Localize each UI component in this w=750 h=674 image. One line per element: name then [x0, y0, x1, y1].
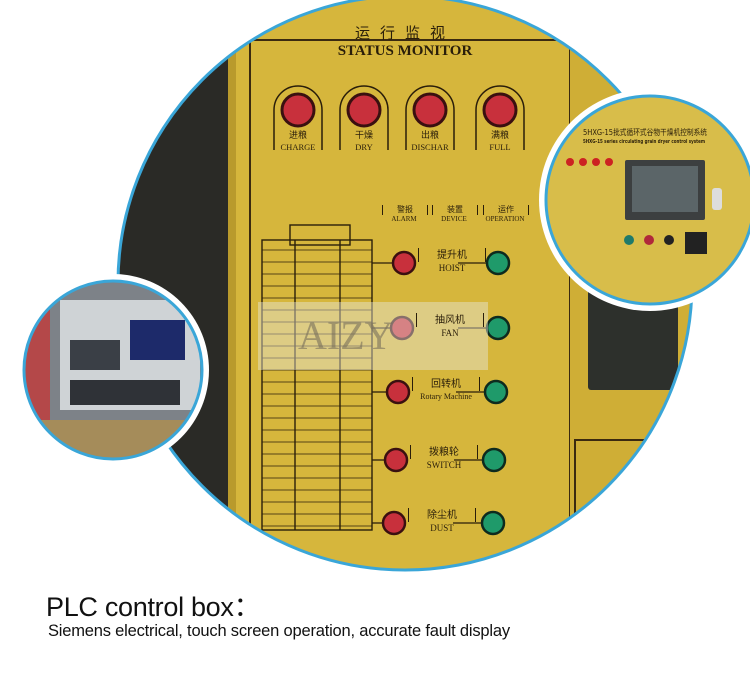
- status-lamp-dry: [346, 92, 382, 128]
- device-label-en: SWITCH: [426, 460, 462, 470]
- alarm-lamp: [391, 250, 417, 276]
- column-header-cn: 装置: [432, 205, 478, 215]
- operation-lamp: [481, 447, 507, 473]
- device-label-en: FAN: [441, 328, 459, 338]
- column-header-cn: 警报: [382, 205, 428, 215]
- header-cn: 运行监视: [354, 24, 455, 42]
- inset-title-en: 5HXG-15 series circulating grain dryer c…: [583, 139, 705, 145]
- electrical-cabinet-inset: [25, 282, 201, 458]
- status-lamp-charge: [280, 92, 316, 128]
- alarm-lamp: [383, 447, 409, 473]
- column-header-cn: 运作: [483, 205, 529, 215]
- status-label-cn: 进粮: [288, 131, 307, 141]
- column-header-en: DEVICE: [441, 215, 467, 223]
- operation-lamp: [485, 315, 511, 341]
- column-header-en: ALARM: [391, 215, 417, 223]
- device-label-cn: 除尘机: [408, 508, 476, 522]
- status-label-en: CHARGE: [280, 142, 316, 152]
- header-en: STATUS MONITOR: [337, 43, 473, 59]
- watermark: AIZY: [258, 302, 488, 370]
- caption-subtitle: Siemens electrical, touch screen operati…: [48, 622, 510, 640]
- device-label-en: DUST: [430, 523, 454, 533]
- status-label-en: DRY: [355, 142, 373, 152]
- alarm-lamp: [385, 379, 411, 405]
- status-label-cn: 满粮: [490, 131, 509, 141]
- panel-header: 运行监视 STATUS MONITOR: [300, 22, 510, 60]
- device-label-en: Rotary Machine: [420, 392, 472, 401]
- status-lamp-full: [482, 92, 518, 128]
- operation-lamp: [483, 379, 509, 405]
- alarm-lamp: [389, 315, 415, 341]
- device-label-cn: 提升机: [418, 248, 486, 262]
- column-header-en: OPERATION: [485, 215, 525, 223]
- alarm-lamp: [381, 510, 407, 536]
- device-label-cn: 回转机: [412, 377, 480, 391]
- dryer-tower-diagram: [261, 224, 373, 531]
- status-label-cn: 出粮: [420, 131, 439, 141]
- operation-lamp: [485, 250, 511, 276]
- device-label-cn: 拨粮轮: [410, 445, 478, 459]
- caption-title: PLC control box：: [46, 592, 261, 622]
- inset-title-cn: 5HXG-15批式循环式谷物干燥机控制系统: [583, 127, 707, 137]
- operation-lamp: [480, 510, 506, 536]
- status-label-en: DISCHAR: [411, 142, 449, 152]
- control-cabinet-inset: 5HXG-15批式循环式谷物干燥机控制系统 5HXG-15 series cir…: [547, 97, 750, 303]
- device-label-en: HOIST: [438, 263, 466, 273]
- device-label-cn: 抽风机: [416, 313, 484, 327]
- status-label-cn: 干燥: [354, 131, 373, 141]
- status-lamp-dischar: [412, 92, 448, 128]
- status-label-en: FULL: [489, 142, 511, 152]
